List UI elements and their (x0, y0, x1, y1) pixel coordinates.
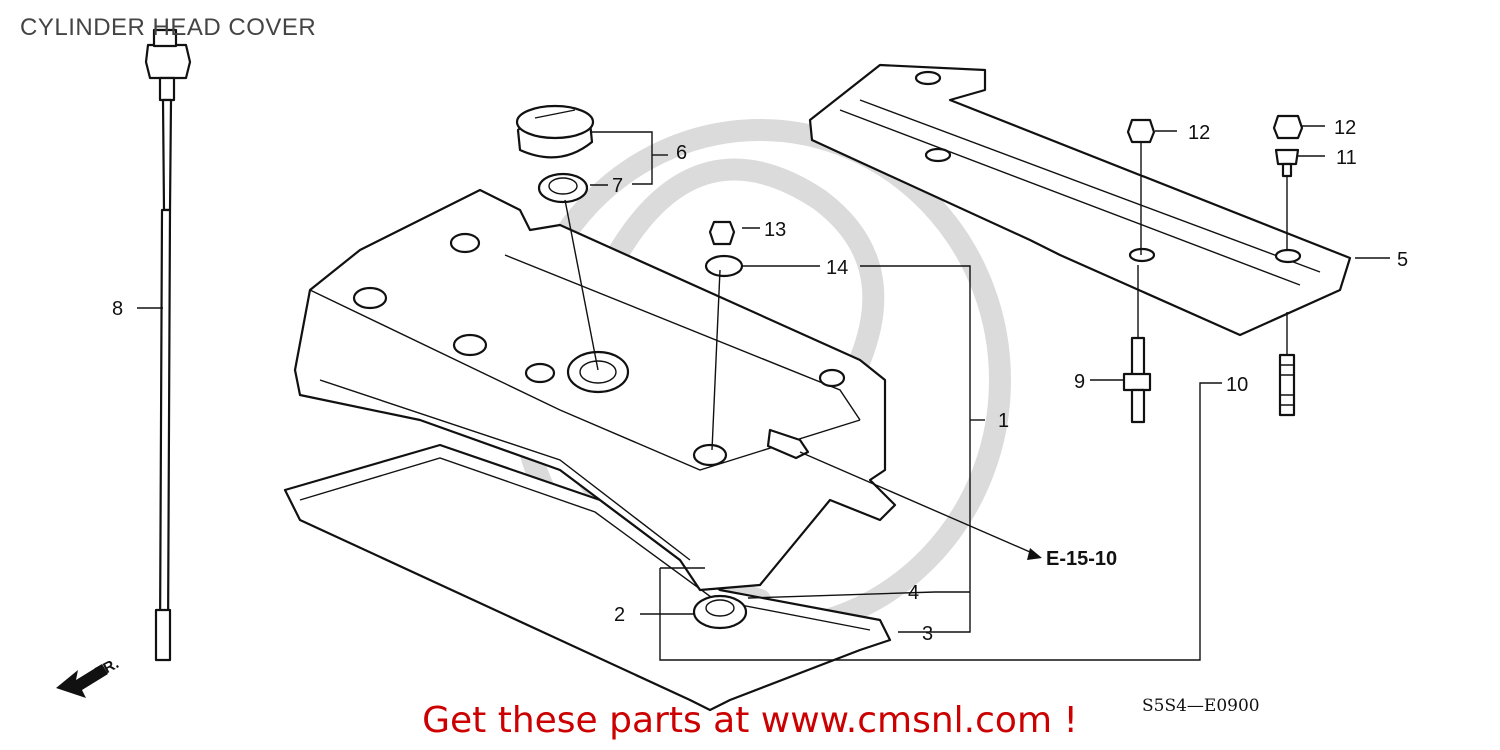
callout-5: 5 (1397, 249, 1408, 271)
grommet (704, 254, 744, 278)
flange-nut-right (1272, 114, 1304, 140)
ignition-coil-cover (808, 63, 1352, 337)
callout-2: 2 (614, 604, 625, 626)
callout-12-right: 12 (1334, 117, 1356, 139)
washer (1274, 148, 1300, 178)
promo-link[interactable]: Get these parts at www.cmsnl.com ! (422, 700, 1078, 741)
callout-11: 11 (1336, 147, 1357, 169)
callout-12-left: 12 (1188, 122, 1210, 144)
callout-8: 8 (112, 298, 123, 320)
callout-6: 6 (676, 142, 687, 164)
cap-gasket (537, 172, 589, 204)
cap-nut (708, 220, 736, 246)
leader-lines (137, 125, 1390, 661)
callout-3: 3 (922, 623, 933, 645)
callout-9: 9 (1074, 371, 1085, 393)
cylinder-head-cover (293, 188, 897, 592)
oil-filler-cap (515, 104, 595, 159)
callout-4: 4 (908, 582, 919, 604)
callout-14: 14 (826, 257, 848, 279)
dipstick (144, 28, 192, 662)
cover-gasket (283, 443, 892, 712)
stud-bolt-left (1122, 336, 1152, 424)
page-title: CYLINDER HEAD COVER (20, 14, 317, 41)
reference-label: E-15-10 (1046, 548, 1117, 570)
front-direction-arrow: FR. (56, 655, 122, 698)
stud-bolt-right (1278, 353, 1296, 417)
callout-10: 10 (1226, 374, 1248, 396)
callout-7: 7 (612, 175, 623, 197)
plug-hole-seal (692, 594, 748, 630)
callout-13: 13 (764, 219, 786, 241)
flange-nut-left (1126, 118, 1156, 144)
callout-1: 1 (998, 410, 1009, 432)
diagram-code: S5S4—E0900 (1142, 696, 1260, 716)
